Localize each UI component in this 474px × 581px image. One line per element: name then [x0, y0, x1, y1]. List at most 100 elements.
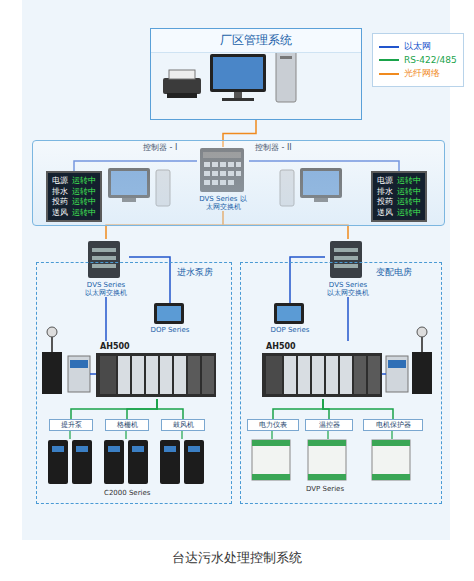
node-text: 排水 — [52, 187, 68, 197]
legend-swatch — [379, 46, 399, 48]
device-tag: 温控器 — [305, 419, 353, 431]
drawing-part — [326, 356, 338, 394]
control-band: 控制器 - I控制器 - II电源运转中排水运转中投药运转中送风运转中DVS S… — [32, 140, 445, 226]
drawing-part — [92, 264, 116, 268]
drawing-part — [372, 440, 410, 446]
node-text: 鼓风机 — [162, 421, 204, 429]
part-label: DVP Series — [306, 485, 344, 493]
drawing-part — [47, 327, 57, 337]
node-text: 运转中 — [72, 176, 96, 186]
area-region: 变配电房DVS Series 以太网交换机DOP SeriesAH500电力仪表… — [240, 262, 442, 504]
small-plc — [252, 440, 410, 480]
legend-row: 以太网 — [379, 40, 457, 53]
drawing-part — [92, 256, 116, 260]
connector-line — [347, 297, 349, 341]
drawing-part — [421, 336, 423, 352]
device-wire — [70, 431, 392, 439]
connector-line — [127, 399, 157, 419]
drawing-part — [42, 352, 62, 394]
drawing-part — [252, 440, 290, 480]
drawing-part — [154, 303, 184, 324]
hmi-icon — [154, 303, 304, 324]
node-text: DVS Series 以太网交换机 — [83, 281, 129, 297]
connector-line — [105, 297, 107, 341]
node-text: 运转中 — [397, 197, 421, 207]
legend-swatch — [379, 59, 399, 61]
management-box: 厂区管理系统 — [150, 28, 362, 120]
drawing-part — [160, 440, 180, 484]
drawing-part — [213, 57, 263, 89]
drawing-part — [334, 248, 358, 252]
drawing-part — [68, 356, 90, 392]
drawing-part — [128, 440, 148, 484]
node-text: DOP Series — [147, 326, 193, 334]
pc-icon — [210, 50, 296, 102]
node-text: 电力仪表 — [248, 421, 298, 429]
drawing-part — [132, 446, 144, 452]
connector-line — [129, 257, 170, 303]
node-text: 温控器 — [306, 421, 352, 429]
legend-row: 光纤网络 — [379, 67, 457, 80]
drawing-part — [181, 431, 182, 439]
vfd-drive — [48, 440, 204, 484]
drawing-part — [298, 356, 310, 394]
drawing-part — [354, 356, 366, 394]
drawing-part — [146, 356, 158, 394]
node-text: 运转中 — [72, 187, 96, 197]
ethernet-switch: DVS Series 以太网交换机 — [325, 239, 371, 297]
caption-text: 台达污水处理控制系统 — [0, 549, 474, 567]
drawing-part — [382, 373, 386, 375]
node-text: 变配电房 — [376, 266, 412, 279]
drawing-part — [96, 353, 216, 397]
plc-box: AH500 — [263, 341, 383, 399]
drawing-part — [372, 474, 410, 480]
legend-text: RS-422/485 — [404, 55, 457, 65]
status-screen: 电源运转中排水运转中投药运转中送风运转中 — [46, 171, 102, 222]
drive-display — [52, 446, 200, 452]
node-text: AH500 — [263, 341, 383, 352]
drawing-part — [330, 241, 362, 278]
drawing-part — [280, 56, 292, 59]
node-text: 运转中 — [397, 187, 421, 197]
part-label: C2000 Series — [104, 489, 150, 497]
legend-text: 以太网 — [404, 40, 431, 53]
drawing-part — [271, 431, 272, 439]
drawing-part — [308, 440, 346, 480]
drawing-part — [174, 356, 186, 394]
drawing-part — [132, 356, 144, 394]
legend-text: 光纤网络 — [404, 67, 440, 80]
node-text: 送风 — [377, 208, 393, 218]
plc-rack — [96, 353, 382, 397]
drawing-part — [252, 440, 290, 446]
drawing-part — [222, 98, 254, 101]
drawing-part — [163, 78, 201, 94]
drawing-part — [52, 446, 64, 452]
drawing-part — [188, 356, 200, 394]
drawing-part — [368, 356, 380, 394]
drawing-part — [76, 446, 88, 452]
node-text: 运转中 — [72, 197, 96, 207]
device-tag: 电机保护器 — [363, 419, 423, 431]
area-region: 进水泵房DVS Series 以太网交换机DOP SeriesAH500提升泵格… — [36, 262, 232, 504]
drawing-part — [72, 440, 92, 484]
drawing-part — [164, 446, 176, 452]
printer-icon — [163, 70, 201, 98]
node-text: 电源 — [52, 176, 68, 186]
node-text: 运转中 — [397, 208, 421, 218]
node-text: 送风 — [52, 208, 68, 218]
connector-line — [71, 399, 157, 419]
drawing-part — [417, 327, 427, 337]
node-text: 进水泵房 — [177, 266, 213, 279]
drawing-part — [308, 474, 346, 480]
node-text: 投药 — [377, 197, 393, 207]
drawing-part — [266, 356, 282, 394]
drawing-part — [69, 431, 70, 439]
hmi-panel: DOP Series — [267, 303, 313, 334]
node-text: 运转中 — [72, 208, 96, 218]
drawing-part — [118, 356, 130, 394]
hmi-panel: DOP Series — [147, 303, 193, 334]
drawing-part — [100, 356, 116, 394]
legend-row: RS-422/485 — [379, 55, 457, 65]
node-text: 电机保护器 — [364, 421, 422, 429]
